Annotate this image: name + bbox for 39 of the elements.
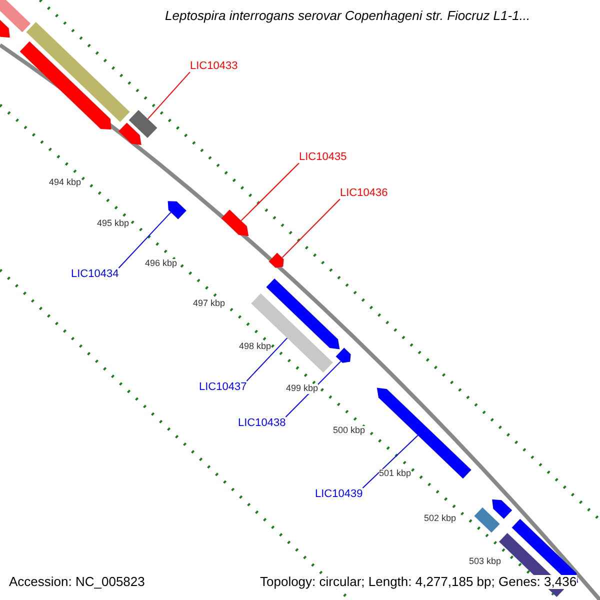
gene-feature (492, 499, 512, 519)
gene-feature (26, 22, 130, 122)
leader-line (282, 198, 340, 258)
scale-label: 499 kbp (286, 384, 318, 394)
gene-feature (168, 201, 186, 220)
leader-line (246, 338, 288, 382)
gene-feature (128, 110, 158, 138)
title: Leptospira interrogans serovar Copenhageni str. Fiocruz L1-1... (165, 9, 530, 24)
scale-label: 496 kbp (145, 259, 178, 269)
gene-label: LIC10439 (315, 488, 363, 500)
gene-feature (268, 252, 284, 268)
scale-label: 495 kbp (97, 219, 130, 229)
scale-label: 501 kbp (379, 469, 412, 479)
scale-label: 498 kbp (239, 342, 272, 352)
info-text: Accession: NC_005823 (9, 575, 145, 590)
gene-feature (20, 41, 112, 130)
gene-feature (474, 507, 500, 533)
gene-feature (336, 348, 351, 363)
scale-label: 494 kbp (49, 178, 82, 188)
gene-label: LIC10436 (340, 187, 388, 200)
gene-label: LIC10435 (299, 151, 347, 164)
info-text: Topology: circular; Length: 4,277,185 bp; Genes: 3,436 (260, 575, 577, 590)
gene-feature (0, 18, 10, 38)
leader-line (118, 212, 172, 268)
scale-label: 503 kbp (469, 557, 502, 567)
scale-label: 497 kbp (193, 299, 226, 309)
gene-label: LIC10437 (199, 381, 247, 394)
gene-feature (221, 210, 249, 236)
scale-label: 500 kbp (333, 426, 366, 436)
leader-line (147, 72, 190, 120)
gene-feature (118, 122, 142, 145)
leader-line (240, 162, 300, 222)
gene-label: LIC10433 (190, 60, 238, 72)
gene-feature (376, 388, 472, 479)
gene-feature (0, 0, 31, 32)
gene-label: LIC10438 (238, 417, 286, 430)
scale-label: 502 kbp (424, 514, 456, 524)
leader-line (362, 434, 418, 488)
gene-label: LIC10434 (71, 268, 119, 280)
